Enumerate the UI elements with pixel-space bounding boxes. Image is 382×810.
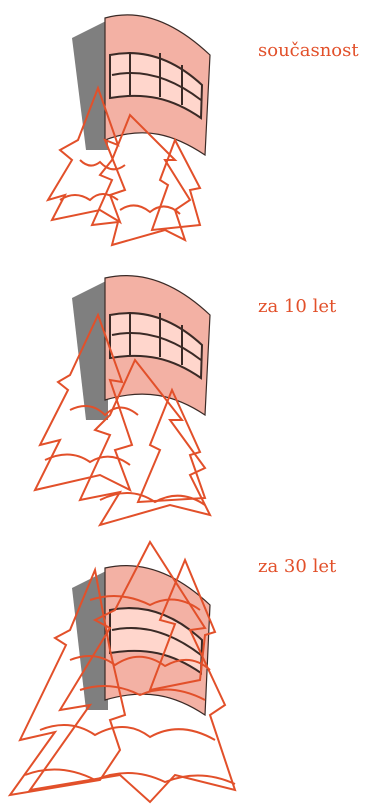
building-shadow <box>72 280 108 420</box>
caption-thirty-years: za 30 let <box>258 556 336 577</box>
stage-present-illustration <box>0 0 250 260</box>
caption-ten-years: za 10 let <box>258 296 336 317</box>
stage-thirty-years-illustration <box>0 540 250 810</box>
caption-present: současnost <box>258 40 359 61</box>
stage-present: současnost <box>0 0 382 270</box>
stage-ten-years: za 10 let <box>0 270 382 540</box>
building-shadow <box>72 20 108 150</box>
stage-thirty-years: za 30 let <box>0 540 382 810</box>
stage-ten-years-illustration <box>0 270 250 530</box>
